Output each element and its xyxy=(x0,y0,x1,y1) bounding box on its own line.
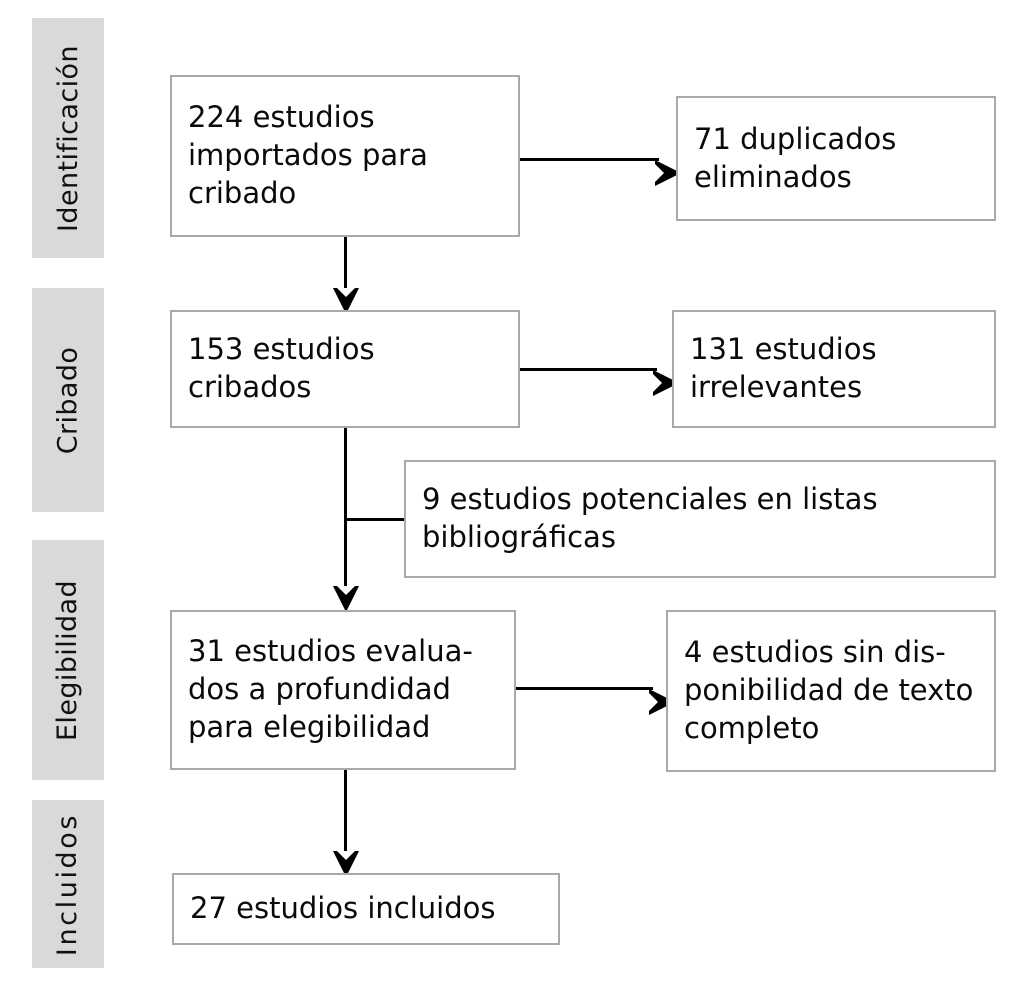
box-screened-line1: 153 estudios xyxy=(188,332,375,367)
box-no-fulltext-line3: completo xyxy=(684,710,820,745)
box-bibliographic-line2: bibliográficas xyxy=(422,520,616,554)
box-assessed-line3: para elegibilidad xyxy=(188,709,431,744)
box-imported-line3: cribado xyxy=(188,175,297,210)
connector-screened-to-assessed-arrow xyxy=(332,586,359,612)
box-duplicates-line2: eliminados xyxy=(694,159,852,194)
box-included-studies: 27 estudios incluidos xyxy=(172,873,560,945)
stage-band-cribado: Cribado xyxy=(32,288,104,512)
connector-screened-to-irrelevant-line xyxy=(518,368,657,371)
stage-band-incluidos: Incluidos xyxy=(32,800,104,968)
stage-label-cribado: Cribado xyxy=(52,346,84,454)
connector-imported-to-duplicates-line xyxy=(519,158,659,161)
connector-screened-to-assessed-line xyxy=(344,427,347,597)
box-no-fulltext-line2: ponibilidad de texto xyxy=(684,673,974,708)
connector-assessed-to-included-arrow xyxy=(332,851,359,877)
box-included-studies-text: 27 estudios incluidos xyxy=(190,891,496,926)
connector-imported-to-screened-line xyxy=(344,236,347,294)
connector-assessed-to-included-line xyxy=(344,768,347,860)
stage-band-elegibilidad: Elegibilidad xyxy=(32,540,104,780)
box-duplicates-line1: 71 duplicados xyxy=(694,121,897,156)
stage-label-incluidos: Incluidos xyxy=(52,812,84,956)
stage-band-identificacion: Identificación xyxy=(32,18,104,258)
connector-imported-to-screened-arrow xyxy=(332,288,359,314)
box-assessed-line2: dos a profundidad xyxy=(188,672,451,707)
box-irrelevant-line1: 131 estudios xyxy=(690,332,877,367)
box-imported-line1: 224 estudios xyxy=(188,100,375,135)
stage-label-identificacion: Identificación xyxy=(52,44,84,232)
box-irrelevant-line2: irrelevantes xyxy=(690,370,863,404)
stage-label-elegibilidad: Elegibilidad xyxy=(52,579,84,741)
box-assessed-line1: 31 estudios evalua- xyxy=(188,634,473,669)
connector-bibliographic-to-spine-line xyxy=(344,518,404,521)
box-screened-line2: cribados xyxy=(188,370,312,404)
box-no-fulltext-line1: 4 estudios sin dis- xyxy=(684,635,946,670)
connector-assessed-to-nofulltext-line xyxy=(514,687,653,690)
box-imported-line2: importados para xyxy=(188,138,428,173)
box-bibliographic-line1: 9 estudios potenciales en listas xyxy=(422,482,878,517)
